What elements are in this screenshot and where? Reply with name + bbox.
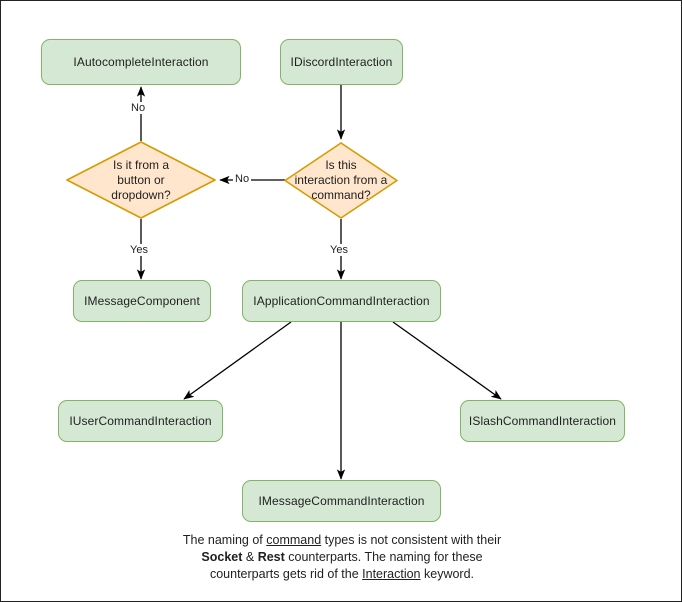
node-label: IApplicationCommandInteraction [253,294,430,308]
edge-label-yes-right: Yes [328,244,350,256]
caption-note: The naming of command types is not consi… [147,532,537,583]
caption-line-1: The naming of command types is not consi… [147,532,537,549]
caption-text: keyword. [420,567,475,581]
node-label: IUserCommandInteraction [69,414,212,428]
caption-text: types is not consistent with their [321,533,502,547]
edge-appcmd-to-slashcmd [392,321,502,400]
edge-label-no-left: No [233,173,252,185]
edge-label-no-up: No [129,102,148,114]
caption-line-2: Socket & Rest counterparts. The naming f… [147,549,537,566]
node-message-command-interaction[interactable]: IMessageCommandInteraction [242,480,441,522]
node-decision-from-command[interactable]: Is this interaction from a command? [284,142,398,219]
node-label: IMessageComponent [84,294,200,308]
edge-label-yes-left: Yes [128,244,150,256]
caption-bold-socket: Socket [201,550,243,564]
caption-text: counterparts. The naming for these [284,550,483,564]
caption-text: & [242,550,258,564]
node-autocomplete-interaction[interactable]: IAutocompleteInteraction [41,39,241,85]
node-label: Is this interaction from a command? [294,158,388,202]
node-label: IMessageCommandInteraction [258,494,425,508]
node-label: ISlashCommandInteraction [468,414,617,428]
diamond-shape [66,141,216,219]
caption-underline-interaction: Interaction [362,567,421,581]
caption-bold-rest: Rest [257,550,285,564]
edge-appcmd-to-usercmd [183,321,292,400]
node-user-command-interaction[interactable]: IUserCommandInteraction [58,400,223,442]
node-discord-interaction[interactable]: IDiscordInteraction [280,39,403,85]
node-application-command-interaction[interactable]: IApplicationCommandInteraction [242,280,441,322]
diamond-shape [284,142,398,219]
node-label: IAutocompleteInteraction [73,55,209,69]
node-label: IDiscordInteraction [290,55,393,69]
caption-underline-command: command [266,533,322,547]
caption-text: counterparts gets rid of the [209,567,363,581]
node-slash-command-interaction[interactable]: ISlashCommandInteraction [460,400,625,442]
node-decision-button-or-dropdown[interactable]: Is it from a button or dropdown? [66,141,216,219]
caption-line-3: counterparts gets rid of the Interaction… [147,566,537,583]
node-label: Is it from a button or dropdown? [111,157,171,202]
caption-text: The naming of [182,533,267,547]
node-message-component[interactable]: IMessageComponent [73,280,211,322]
